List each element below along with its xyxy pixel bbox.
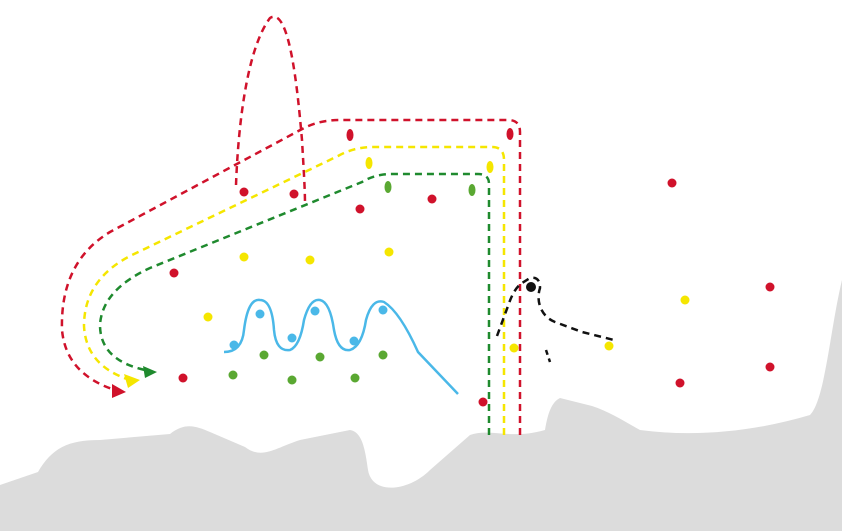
green-route-arrow (143, 366, 157, 378)
red-marker (675, 378, 685, 388)
black-route-tail (544, 349, 552, 363)
red-marker (346, 129, 354, 141)
green-marker (378, 350, 388, 360)
yellow-route (82, 145, 506, 435)
blue-marker (349, 336, 359, 346)
ground-terrain (0, 280, 842, 531)
yellow-marker (305, 255, 315, 265)
red-route-arrow (112, 384, 126, 398)
yellow-marker (365, 157, 373, 169)
yellow-marker (203, 312, 213, 322)
red-marker (178, 373, 188, 383)
tall-loop-route (234, 15, 307, 206)
yellow-marker (384, 247, 394, 257)
black-marker (526, 282, 536, 292)
yellow-marker (680, 295, 690, 305)
blue-marker (229, 340, 239, 350)
green-marker (259, 350, 269, 360)
yellow-marker (604, 341, 614, 351)
green-marker (468, 184, 476, 196)
yellow-marker (509, 343, 519, 353)
red-marker (427, 194, 437, 204)
yellow-marker (486, 161, 494, 173)
red-marker (239, 187, 249, 197)
red-marker (169, 268, 179, 278)
green-marker (350, 373, 360, 383)
blue-marker (378, 305, 388, 315)
blue-marker (310, 306, 320, 316)
black-route (495, 276, 615, 342)
red-route (60, 118, 522, 435)
red-marker (355, 204, 365, 214)
red-marker (478, 397, 488, 407)
yellow-route-arrow (124, 374, 140, 388)
red-marker (765, 362, 775, 372)
red-marker (667, 178, 677, 188)
green-route (98, 172, 491, 435)
blue-marker (287, 333, 297, 343)
red-marker (289, 189, 299, 199)
green-marker (228, 370, 238, 380)
green-marker (315, 352, 325, 362)
green-marker (384, 181, 392, 193)
green-marker (287, 375, 297, 385)
red-marker (765, 282, 775, 292)
yellow-marker (239, 252, 249, 262)
blue-marker (255, 309, 265, 319)
blue-wave (223, 298, 459, 395)
red-marker (506, 128, 514, 140)
